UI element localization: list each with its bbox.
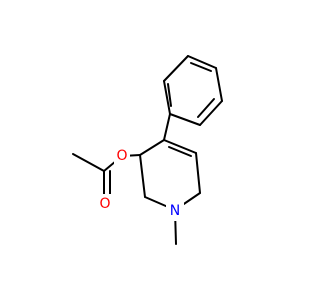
phenyl-bond bbox=[163, 80, 171, 115]
ring-double-bond bbox=[168, 146, 192, 157]
ring-bonds bbox=[139, 113, 201, 211]
ring-bond bbox=[139, 139, 165, 156]
molecule-diagram: O O N bbox=[72, 55, 223, 245]
ester-oxygen-label: O bbox=[116, 148, 127, 164]
acetyl-methyl-bond bbox=[72, 153, 105, 172]
phenyl-double-bond bbox=[167, 83, 172, 107]
molecule-canvas: O O N bbox=[72, 55, 223, 245]
ring-bond bbox=[163, 113, 171, 141]
ring-bond bbox=[195, 152, 201, 194]
phenyl-bond bbox=[163, 55, 189, 82]
phenyl-bond bbox=[187, 55, 217, 69]
phenyl-bond bbox=[215, 67, 223, 102]
phenyl-double-bond bbox=[197, 98, 215, 118]
ring-bond bbox=[139, 154, 146, 198]
oxygen-label-bg bbox=[97, 194, 113, 214]
ring-bond bbox=[163, 139, 197, 154]
phenyl-double-bond bbox=[190, 62, 212, 72]
phenyl-ring bbox=[163, 55, 223, 126]
oxygen-label-bg bbox=[114, 146, 130, 166]
ring-nitrogen-label: N bbox=[170, 203, 180, 219]
nitrogen-label-bg bbox=[166, 201, 184, 221]
phenyl-bond bbox=[169, 113, 201, 126]
carbonyl-oxygen-label: O bbox=[99, 196, 110, 212]
phenyl-bond bbox=[199, 100, 223, 126]
